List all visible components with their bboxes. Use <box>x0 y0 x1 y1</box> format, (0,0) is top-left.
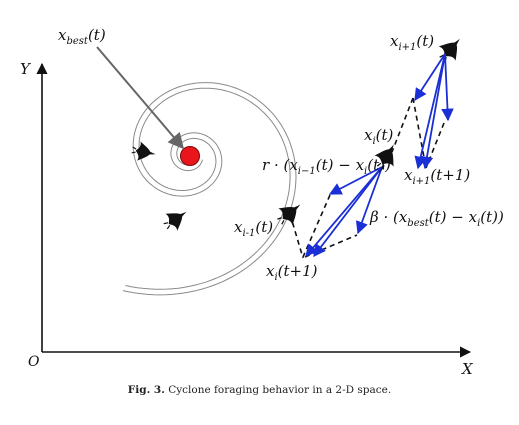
figure-caption: Fig. 3. Cyclone foraging behavior in a 2… <box>0 384 519 396</box>
caption-text: Cyclone foraging behavior in a 2-D space… <box>168 384 392 396</box>
xi-minus1-label: xi-1(t) <box>234 218 273 239</box>
blue-arrow <box>414 53 446 102</box>
dashed-line <box>289 213 304 259</box>
dashed-line <box>412 97 427 169</box>
blue-arrow <box>420 53 446 170</box>
blue-arrow <box>328 166 383 195</box>
x-best-label: xbest(t) <box>58 26 106 47</box>
coordinate-axes <box>36 62 472 358</box>
xi-next-label: xi(t+1) <box>266 262 318 283</box>
manta-ray-top-right <box>433 30 469 68</box>
xi-mid-label: xi(t) <box>364 126 394 147</box>
blue-arrow <box>313 166 383 258</box>
y-axis-label: Y <box>20 60 32 78</box>
blue-arrow <box>305 166 383 257</box>
manta-ray-left <box>129 139 159 165</box>
dashed-line <box>391 97 414 153</box>
caption-label: Fig. 3. <box>127 384 165 396</box>
r-term-label: r · (xi−1(t) − xi(t)) <box>262 156 391 177</box>
spiral-line <box>125 87 291 290</box>
x-axis-label: X <box>461 360 474 378</box>
cyclone-spiral <box>122 82 297 296</box>
dashed-line <box>304 234 358 258</box>
lower-movement-vectors <box>289 166 383 259</box>
xi-plus1-next-label: xi+1(t+1) <box>404 166 470 187</box>
best-position-point <box>180 146 200 166</box>
origin-label: O <box>28 354 40 370</box>
beta-term-label: β · (xbest(t) − xi(t)) <box>369 208 504 229</box>
best-pointer-arrow <box>96 46 185 150</box>
upper-movement-vectors <box>391 53 454 170</box>
spiral-line <box>122 82 297 296</box>
blue-arrow <box>441 53 454 122</box>
blue-arrow <box>355 166 383 235</box>
manta-ray-lower-left <box>158 202 194 236</box>
xi-plus1-top-label: xi+1(t) <box>390 32 434 53</box>
blue-arrow <box>414 53 446 170</box>
